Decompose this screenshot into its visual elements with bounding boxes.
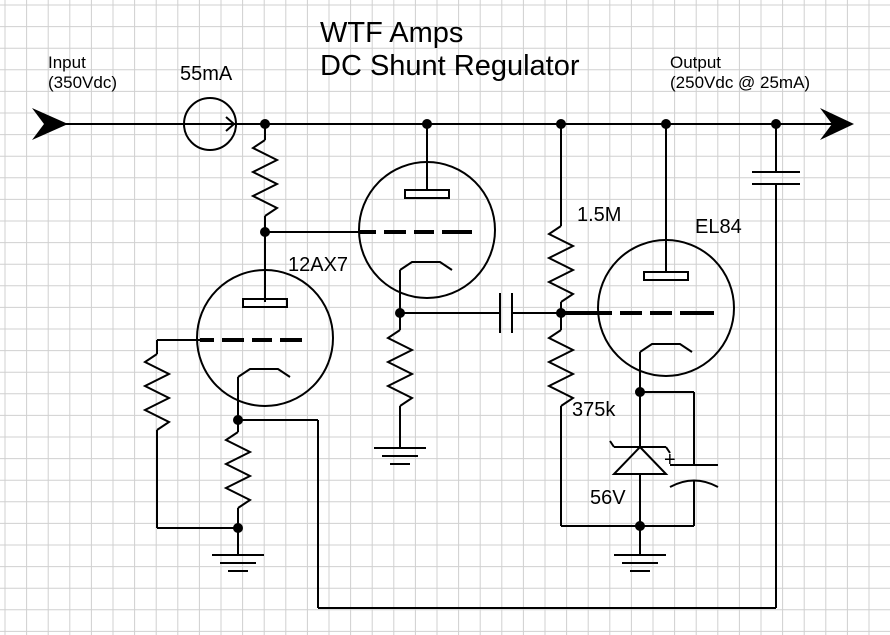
tube-label-12ax7: 12AX7 xyxy=(288,254,348,276)
plate-resistor xyxy=(250,124,360,302)
ground-middle-icon xyxy=(374,447,426,465)
output-spec: (250Vdc @ 25mA) xyxy=(670,73,810,92)
triode-lower xyxy=(157,269,334,420)
junction-dots xyxy=(233,119,781,533)
coupling-capacitor xyxy=(400,293,561,333)
resistor-label-lower: 375k xyxy=(572,399,616,421)
pentode-el84 xyxy=(561,124,735,392)
output-label: Output xyxy=(670,53,721,72)
input-spec: (350Vdc) xyxy=(48,73,117,92)
cathode-load-resistor xyxy=(385,313,415,448)
current-source-label: 55mA xyxy=(180,63,233,85)
ground-right-icon xyxy=(614,554,666,572)
input-label: Input xyxy=(48,53,86,72)
cathode-resistor xyxy=(223,419,776,609)
output-capacitor xyxy=(752,124,800,608)
ground-left-icon xyxy=(212,554,264,572)
divider-resistor-lower xyxy=(546,313,576,526)
output-arrow-icon xyxy=(820,108,854,140)
title-line-2: DC Shunt Regulator xyxy=(320,50,580,82)
cathode-return-wire xyxy=(561,525,694,555)
capacitor-polarity-mark: + xyxy=(664,449,676,471)
triode-upper xyxy=(358,124,496,313)
zener-label: 56V xyxy=(590,487,626,509)
grid-resistor-left xyxy=(142,340,238,529)
resistor-label-upper: 1.5M xyxy=(577,204,621,226)
current-source xyxy=(183,97,237,151)
bypass-capacitor xyxy=(640,391,719,526)
title-line-1: WTF Amps xyxy=(320,17,463,49)
tube-label-el84: EL84 xyxy=(695,216,742,238)
zener-diode xyxy=(609,392,671,526)
divider-resistor-upper xyxy=(546,124,576,313)
